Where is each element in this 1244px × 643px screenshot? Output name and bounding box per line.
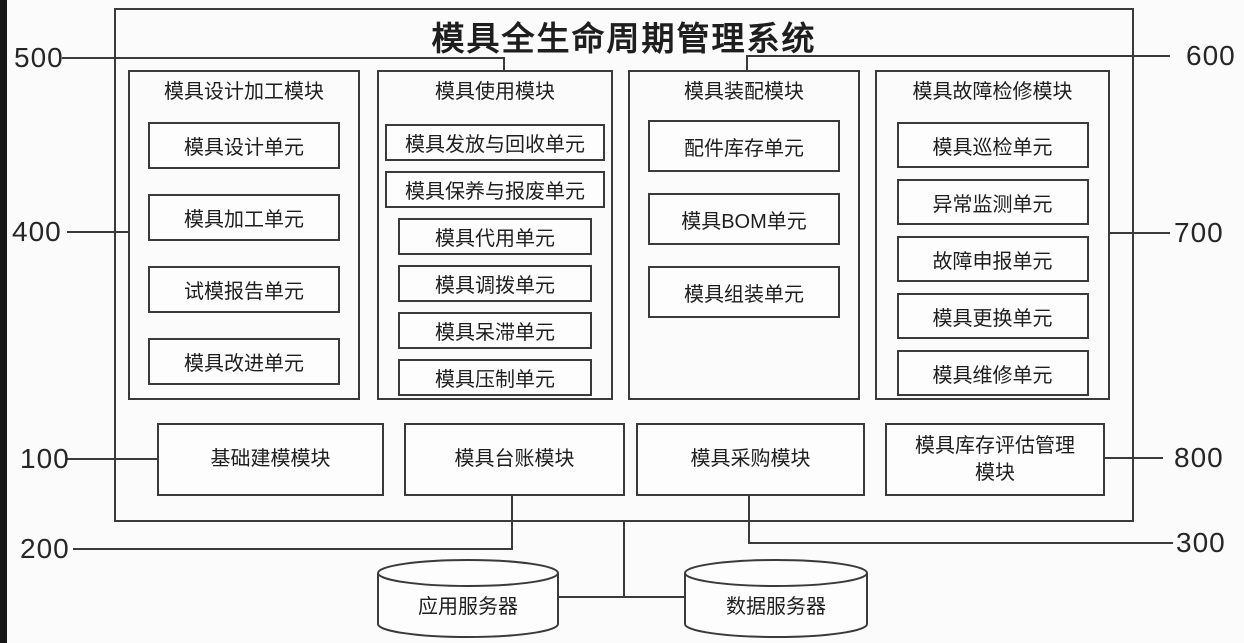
page-title: 模具全生命周期管理系统 — [431, 20, 817, 57]
unit-list: 模具设计单元 模具加工单元 试模报告单元 模具改进单元 — [130, 122, 358, 385]
module-header: 模具设计加工模块 — [164, 81, 324, 103]
app-server-cylinder-top — [377, 559, 559, 587]
unit-box: 模具组装单元 — [648, 266, 840, 318]
unit-box: 模具更换单元 — [896, 293, 1089, 339]
data-server-label: 数据服务器 — [726, 596, 826, 618]
module-label: 模具库存评估管理模块 — [915, 434, 1075, 484]
unit-box: 模具保养与报废单元 — [385, 171, 605, 208]
module-header: 模具装配模块 — [684, 81, 804, 103]
ref-label-700: 700 — [1174, 217, 1224, 248]
unit-box: 模具发放与回收单元 — [385, 124, 605, 161]
system-boundary-box — [114, 8, 1134, 522]
module-box-procurement: 模具采购模块 — [636, 423, 865, 496]
ref-label-200: 200 — [20, 533, 70, 564]
unit-box: 模具代用单元 — [398, 218, 592, 255]
module-box-assembly: 模具装配模块 配件库存单元 模具BOM单元 模具组装单元 — [628, 70, 860, 400]
unit-box: 模具加工单元 — [148, 194, 340, 241]
unit-box: 模具设计单元 — [148, 122, 340, 169]
module-header: 模具故障检修模块 — [912, 81, 1073, 103]
module-box-fault-maintenance: 模具故障检修模块 模具巡检单元 异常监测单元 故障申报单元 模具更换单元 模具维… — [875, 70, 1110, 400]
left-edge-strip — [0, 0, 7, 643]
ref-label-300: 300 — [1176, 527, 1226, 558]
unit-box: 故障申报单元 — [896, 236, 1089, 282]
unit-box: 异常监测单元 — [896, 179, 1089, 225]
unit-list: 模具巡检单元 异常监测单元 故障申报单元 模具更换单元 模具维修单元 — [877, 122, 1108, 396]
data-server-cylinder-top — [684, 559, 868, 587]
unit-box: 模具维修单元 — [896, 350, 1089, 396]
ref-label-100: 100 — [20, 443, 70, 474]
app-server-label: 应用服务器 — [418, 596, 518, 618]
module-box-usage: 模具使用模块 模具发放与回收单元 模具保养与报废单元 模具代用单元 模具调拨单元… — [377, 70, 613, 400]
module-box-inventory-evaluation: 模具库存评估管理模块 — [885, 423, 1105, 496]
ref-label-400: 400 — [12, 216, 62, 247]
unit-box: 模具BOM单元 — [648, 193, 840, 245]
unit-box: 配件库存单元 — [648, 120, 840, 172]
module-box-ledger: 模具台账模块 — [404, 423, 625, 496]
module-box-basic-modeling: 基础建模模块 — [157, 423, 384, 496]
unit-box: 模具调拨单元 — [398, 265, 592, 302]
unit-list: 模具发放与回收单元 模具保养与报废单元 模具代用单元 模具调拨单元 模具呆滞单元… — [379, 124, 611, 396]
unit-box: 模具改进单元 — [148, 338, 340, 385]
unit-box: 模具压制单元 — [398, 359, 592, 396]
unit-box: 模具巡检单元 — [896, 122, 1089, 168]
module-box-design-processing: 模具设计加工模块 模具设计单元 模具加工单元 试模报告单元 模具改进单元 — [128, 70, 360, 400]
unit-box: 试模报告单元 — [148, 266, 340, 313]
ref-label-800: 800 — [1174, 442, 1224, 473]
unit-box: 模具呆滞单元 — [398, 312, 592, 349]
unit-list: 配件库存单元 模具BOM单元 模具组装单元 — [630, 120, 858, 318]
module-header: 模具使用模块 — [435, 81, 555, 103]
ref-label-500: 500 — [14, 42, 64, 73]
ref-label-600: 600 — [1186, 40, 1236, 71]
